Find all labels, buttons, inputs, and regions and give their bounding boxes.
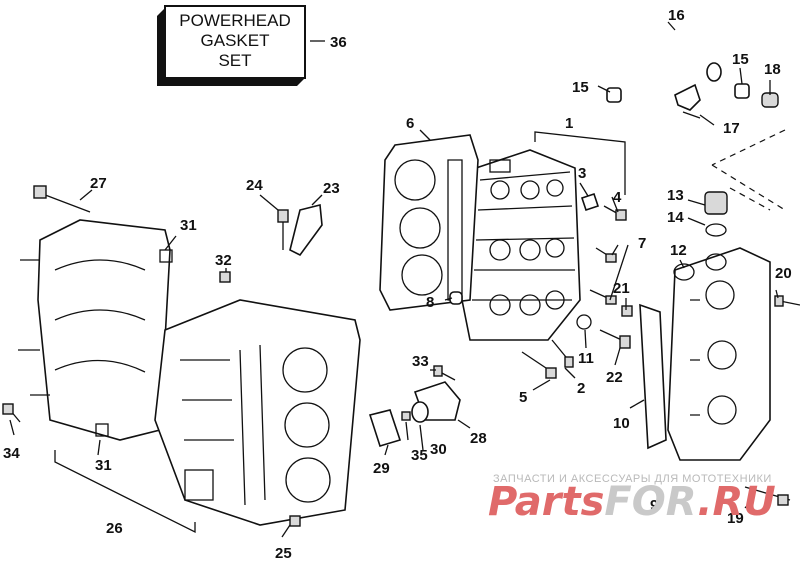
callout-14: 14 [667,209,684,226]
callout-34: 34 [3,445,20,462]
callout-6: 6 [406,115,414,132]
gasket-box-line3: SET [218,51,251,70]
fitting-part [606,83,750,103]
callout-33: 33 [412,353,429,370]
watermark-logo-part3: .RU [697,479,775,525]
callout-28: 28 [470,430,487,447]
head-gasket [379,134,479,311]
callout-32: 32 [215,252,232,269]
assembly-bracket-line [54,450,196,534]
callout-27: 27 [90,175,107,192]
callout-16: 16 [668,7,685,24]
leader-lines [9,21,779,538]
hose-part [607,15,722,96]
callout-18: 18 [764,61,781,78]
callout-3: 3 [578,165,586,182]
callout-11: 11 [578,350,594,367]
crankcase-bolts [2,185,91,423]
callout-36: 36 [330,34,347,51]
callout-1: 1 [565,115,573,132]
small-fasteners [449,192,633,379]
callout-4: 4 [613,189,622,206]
callout-15b: 15 [732,51,749,68]
thermostat-part [704,191,728,237]
callout-23: 23 [323,180,340,197]
gasket-box-line1: POWERHEAD [179,11,290,30]
watermark-caption: ЗАПЧАСТИ И АКСЕССУАРЫ ДЛЯ МОТОТЕХНИКИ [493,473,772,485]
callout-10: 10 [613,415,630,432]
callout-24: 24 [246,177,263,194]
callout-21: 21 [613,280,630,297]
callout-5: 5 [519,389,527,406]
watermark: ЗАПЧАСТИ И АКСЕССУАРЫ ДЛЯ МОТОТЕХНИКИ Pa… [488,473,776,525]
callout-31a: 31 [180,217,197,234]
block-fasteners [219,203,323,527]
callout-17: 17 [723,120,740,137]
callout-12: 12 [670,242,687,259]
cap-part [761,92,779,108]
head-bracket-line [534,131,626,195]
watermark-logo: PartsFOR.RU [488,479,776,525]
gasket-box-line2: GASKET [201,31,270,50]
callout-31b: 31 [95,457,112,474]
cylinder-block [154,299,361,526]
crankcase-half [18,219,173,441]
powerhead-gasket-set-box: POWERHEAD GASKET SET [157,5,306,86]
callout-7: 7 [638,235,646,252]
callout-15a: 15 [572,79,589,96]
cover-plate-parts [368,365,461,447]
thermostat-housing [667,247,771,461]
callout-30: 30 [430,441,447,458]
callout-35: 35 [411,447,428,464]
callout-numbers: 1 2 3 4 5 6 7 8 9 10 11 12 13 14 15 15 1… [3,7,792,562]
callout-29: 29 [373,460,390,477]
callout-20: 20 [775,265,792,282]
callout-22: 22 [606,369,623,386]
callout-2: 2 [577,380,585,397]
housing-bolts [744,295,800,506]
callout-9: 9 [650,497,658,514]
watermark-logo-part2: FOR [604,479,697,525]
callout-25: 25 [275,545,292,562]
reference-dashed-line [711,129,786,211]
watermark-logo-part1: Parts [488,479,604,525]
clip-part [674,83,701,119]
callout-13: 13 [667,187,684,204]
callout-8: 8 [426,294,434,311]
callout-19: 19 [727,510,744,527]
cylinder-head-assembly [461,149,581,341]
callout-26: 26 [106,520,123,537]
cover-gasket [639,303,667,450]
